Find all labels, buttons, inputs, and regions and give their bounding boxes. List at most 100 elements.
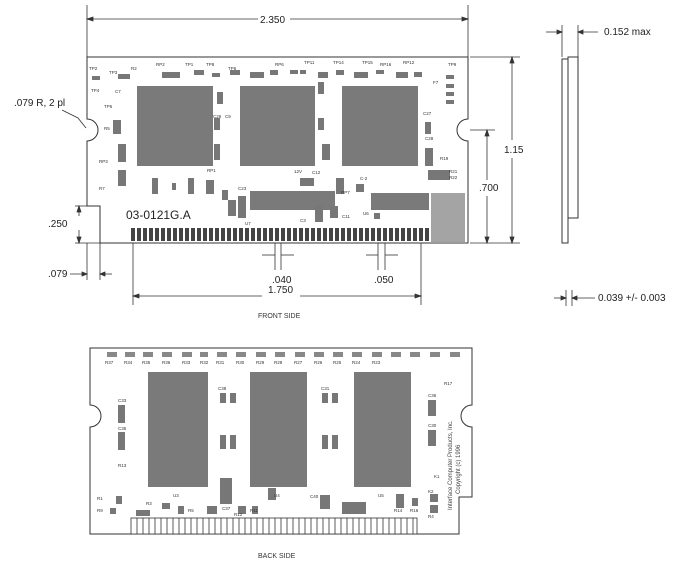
svg-text:R5: R5 [104,126,110,131]
svg-text:R34: R34 [124,360,133,365]
svg-text:TP14: TP14 [333,60,344,65]
svg-text:F7: F7 [433,80,439,85]
svg-text:TP6: TP6 [228,66,237,71]
svg-text:C37: C37 [222,506,231,511]
dim-thickness-max: 0.152 max [604,27,651,38]
svg-text:R33: R33 [182,360,191,365]
svg-text:R3: R3 [146,501,152,506]
svg-text:C7: C7 [115,89,121,94]
dim-corner-radius: .079 R, 2 pl [14,98,65,109]
svg-text:R19: R19 [440,156,449,161]
back-connector [130,517,418,535]
back-board: Interface Computer Products, Inc. Copyri… [89,347,473,560]
front-part-number: 03-0121G.A [126,208,191,222]
svg-text:R21: R21 [449,169,458,174]
svg-text:U5: U5 [378,493,384,498]
svg-text:C36: C36 [428,393,437,398]
front-chip-2 [240,86,315,166]
svg-text:C40: C40 [310,494,319,499]
svg-text:R7: R7 [99,186,105,191]
front-component-labels: TP2 TP3 R2 RP2 TP1 TP8 TP4 TP6 RP6 TP11 … [89,60,458,226]
svg-text:RP16: RP16 [380,62,392,67]
svg-text:C33: C33 [118,398,127,403]
svg-text:R29: R29 [256,360,265,365]
svg-text:R16: R16 [410,508,419,513]
dim-height: 1.15 [504,145,524,156]
svg-text:C11: C11 [342,214,350,219]
svg-text:RP3: RP3 [99,159,108,164]
svg-text:RP6: RP6 [275,62,284,67]
svg-text:U6: U6 [363,211,369,216]
front-chip-1 [137,86,213,166]
dim-lower-height: .250 [48,219,68,230]
svg-text:R26: R26 [314,360,323,365]
back-chip-2 [250,372,307,487]
side-board-front [567,56,579,219]
back-chip-1 [148,372,208,487]
svg-text:R23: R23 [372,360,381,365]
front-gray-block [431,193,465,242]
svg-text:R17: R17 [444,381,453,386]
svg-text:C-2: C-2 [360,176,368,181]
svg-text:TP1: TP1 [185,62,194,67]
dim-pin-width: .050 [374,275,394,286]
svg-text:R11: R11 [250,508,258,513]
svg-text:U3: U3 [173,493,179,498]
svg-text:R30: R30 [236,360,245,365]
svg-text:R12: R12 [234,512,243,517]
front-board: 03-0121G.A FRONT SIDE TP2 TP3 R2 RP2 TP1… [86,56,469,320]
dim-pin-span: 1.750 [268,285,293,296]
svg-text:TP5: TP5 [104,104,113,109]
back-copyright-line-1: Interface Computer Products, Inc. [448,420,454,510]
back-side-caption: BACK SIDE [258,553,296,560]
svg-text:C38: C38 [218,386,227,391]
back-copyright-line-2: Copyright (c) 1996 [456,444,462,494]
svg-text:R2: R2 [131,66,137,71]
svg-text:R35: R35 [142,360,151,365]
svg-text:TP11: TP11 [304,60,315,65]
front-strip-1 [250,191,335,210]
svg-text:RP7: RP7 [341,190,350,195]
back-chip-3 [354,372,411,487]
svg-text:TP4: TP4 [91,88,100,93]
svg-text:R31: R31 [216,360,225,365]
svg-text:K1: K1 [434,474,440,479]
svg-text:TP9: TP9 [448,62,457,67]
svg-text:R14: R14 [394,508,403,513]
front-chip-3 [342,86,418,166]
front-connector [131,228,429,241]
svg-text:C9: C9 [225,114,231,119]
svg-text:C27: C27 [423,111,432,116]
dimension-lines [61,5,598,306]
svg-text:C28: C28 [425,136,434,141]
svg-text:R13: R13 [118,463,127,468]
svg-text:C26: C26 [213,114,222,119]
dim-overall-width: 2.350 [260,15,285,26]
dim-pin-pitch: .040 [272,275,292,286]
svg-text:R37: R37 [105,360,114,365]
side-view [561,56,579,244]
svg-text:RP1: RP1 [207,168,216,173]
svg-text:C12: C12 [312,170,321,175]
dimension-labels: 2.350 0.152 max .079 R, 2 pl 1.15 .700 .… [14,15,666,304]
svg-text:TP15: TP15 [362,60,373,65]
svg-text:R32: R32 [200,360,209,365]
dim-notch-offset: .079 [48,269,68,280]
svg-text:TP8: TP8 [206,62,215,67]
svg-text:R9: R9 [97,508,103,513]
svg-text:C23: C23 [238,186,247,191]
side-board-back [561,58,569,244]
svg-text:K2: K2 [428,489,434,494]
svg-text:C31: C31 [321,386,330,391]
svg-text:R24: R24 [352,360,361,365]
back-component-labels: R37 R34 R35 R36 R33 R32 R31 R30 R29 R28 … [97,360,453,519]
svg-text:R28: R28 [274,360,283,365]
svg-text:R22: R22 [449,175,458,180]
svg-text:R36: R36 [162,360,171,365]
dim-inner-height: .700 [479,183,499,194]
svg-text:C30: C30 [428,423,437,428]
svg-text:R25: R25 [333,360,342,365]
svg-text:R1: R1 [97,496,103,501]
svg-text:R27: R27 [294,360,303,365]
